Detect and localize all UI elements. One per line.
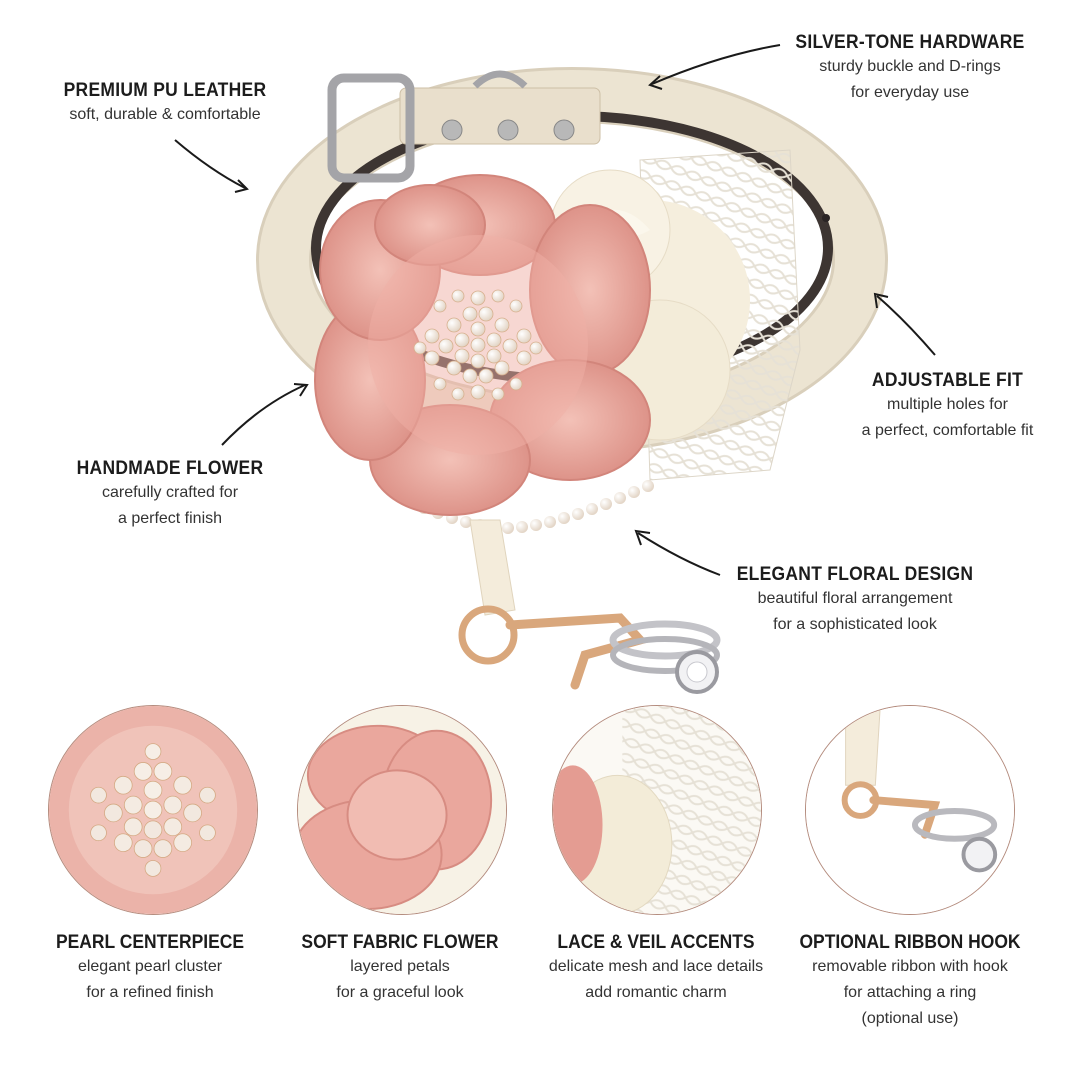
detail-line: (optional use) (861, 1010, 959, 1027)
callout-fit: ADJUSTABLE FIT multiple holes for a perf… (820, 370, 1075, 444)
callout-line: for everyday use (850, 84, 970, 101)
callout-floral: ELEGANT FLORAL DESIGN beautiful floral a… (710, 564, 1000, 638)
detail-title: LACE & VEIL ACCENTS (557, 932, 755, 953)
buckle-hardware (327, 70, 601, 183)
detail-line: for a graceful look (336, 984, 464, 1001)
detail-label-ribbon-hook: OPTIONAL RIBBON HOOK removable ribbon wi… (780, 932, 1040, 1032)
callout-hardware: SILVER-TONE HARDWARE sturdy buckle and D… (770, 32, 1050, 106)
callout-line: beautiful floral arrangement (757, 590, 953, 607)
callout-line: carefully crafted for (101, 484, 239, 501)
callout-title: SILVER-TONE HARDWARE (795, 32, 1025, 53)
detail-line: for a refined finish (86, 984, 214, 1001)
detail-image-pearl (48, 705, 258, 915)
detail-line: delicate mesh and lace details (548, 958, 764, 975)
callout-title: ELEGANT FLORAL DESIGN (736, 564, 974, 585)
callout-line: for a sophisticated look (773, 616, 937, 633)
detail-line: layered petals (350, 958, 450, 975)
detail-title: PEARL CENTERPIECE (55, 932, 245, 953)
callout-title: ADJUSTABLE FIT (871, 370, 1024, 391)
detail-title: OPTIONAL RIBBON HOOK (799, 932, 1021, 953)
product-illustration (174, 44, 936, 694)
detail-line: elegant pearl cluster (77, 958, 223, 975)
callout-line: a perfect finish (117, 510, 223, 527)
detail-label-pearl: PEARL CENTERPIECE elegant pearl cluster … (20, 932, 280, 1006)
detail-image-lace (552, 705, 762, 915)
callout-line: multiple holes for (887, 396, 1008, 413)
detail-line: add romantic charm (585, 984, 727, 1001)
pink-flower (314, 174, 651, 516)
callout-line: soft, durable & comfortable (69, 106, 261, 123)
callout-title: PREMIUM PU LEATHER (63, 80, 267, 101)
ribbon-hook (458, 519, 721, 694)
callout-arrows (174, 44, 936, 576)
callout-line: a perfect, comfortable fit (861, 422, 1034, 439)
detail-title: SOFT FABRIC FLOWER (301, 932, 499, 953)
detail-line: for attaching a ring (843, 984, 977, 1001)
callout-title: HANDMADE FLOWER (76, 458, 264, 479)
callout-leather: PREMIUM PU LEATHER soft, durable & comfo… (30, 80, 300, 128)
detail-line: removable ribbon with hook (812, 958, 1008, 975)
detail-label-fabric-flower: SOFT FABRIC FLOWER layered petals for a … (270, 932, 530, 1006)
callout-flower: HANDMADE FLOWER carefully crafted for a … (40, 458, 300, 532)
callout-line: sturdy buckle and D-rings (819, 58, 1001, 75)
detail-image-fabric-flower (297, 705, 507, 915)
detail-image-ribbon-hook (805, 705, 1015, 915)
detail-label-lace: LACE & VEIL ACCENTS delicate mesh and la… (526, 932, 786, 1006)
